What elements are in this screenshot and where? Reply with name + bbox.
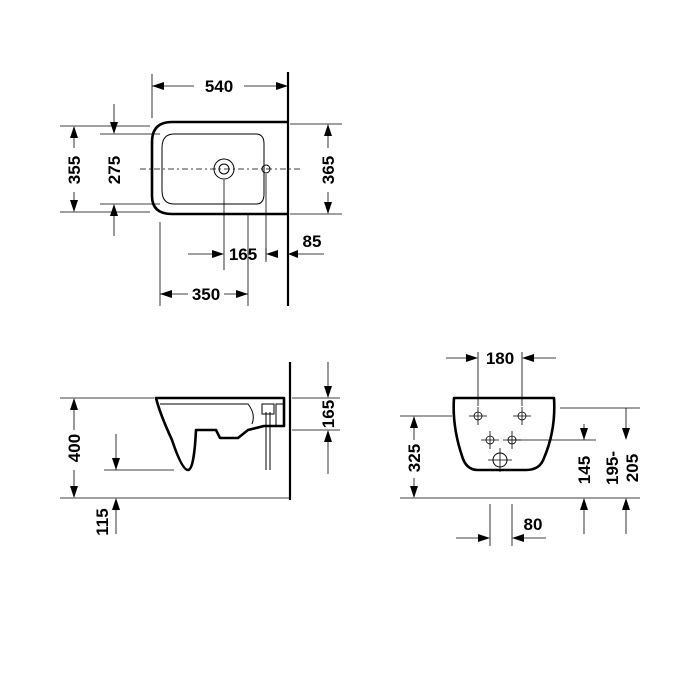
dim-supply-195: 195- (603, 451, 622, 485)
bidet-side-outline (154, 396, 286, 472)
pipe-fitting (261, 403, 275, 415)
dim-height-325: 325 (405, 444, 424, 472)
dim-fixing-height-165: 165 (319, 400, 338, 428)
top-view: 540 355 275 365 165 (60, 72, 342, 306)
fixing-point-upper-right (512, 406, 532, 426)
dim-height-400: 400 (65, 434, 84, 462)
dim-width-540: 540 (205, 77, 233, 96)
dim-offset-80: 80 (524, 515, 543, 534)
bidet-rear-outline (452, 396, 556, 472)
dim-spacing-180: 180 (486, 349, 514, 368)
dim-floor-115: 115 (93, 508, 112, 535)
dim-depth-275: 275 (105, 156, 124, 184)
dim-supply-205: 205 (623, 454, 642, 482)
dim-wall-85: 85 (303, 232, 322, 251)
bidet-side-rim (160, 403, 254, 425)
fixing-point-upper-left (468, 406, 488, 426)
dim-drain-145: 145 (575, 456, 594, 484)
bidet-top-outline (150, 120, 288, 216)
fixing-point-lower-left (480, 430, 500, 450)
dim-fixing-350: 350 (192, 285, 220, 304)
rear-view: 180 325 145 195- 205 80 (400, 349, 642, 546)
bidet-bowl-outline (161, 133, 265, 205)
side-view: 400 115 165 (60, 362, 340, 536)
dim-depth-365: 365 (319, 156, 338, 184)
dim-hole-165: 165 (229, 245, 257, 264)
dim-depth-355: 355 (65, 156, 84, 184)
